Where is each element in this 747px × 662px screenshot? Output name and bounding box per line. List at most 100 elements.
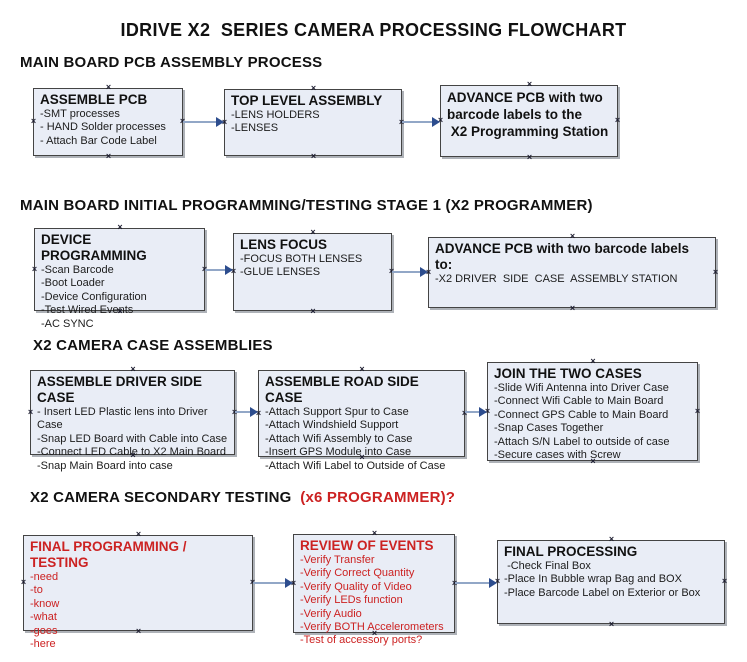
- connection-handle-icon: ×: [712, 266, 719, 277]
- box-line: -Verify Quality of Video: [300, 580, 412, 593]
- connector-arrow-icon: [205, 265, 233, 275]
- box-title: FINAL PROCESSING: [504, 544, 638, 559]
- box-line: ADVANCE PCB with two: [447, 90, 603, 105]
- section-header-initial-programming: MAIN BOARD INITIAL PROGRAMMING/TESTING S…: [20, 197, 593, 214]
- box-line: -FOCUS BOTH LENSES: [240, 253, 363, 265]
- box-line: -Connect GPS Cable to Main Board: [494, 408, 669, 421]
- connection-handle-icon: ×: [105, 82, 112, 92]
- connection-handle-icon: ×: [30, 116, 37, 126]
- box-lines: -FOCUS BOTH LENSES-GLUE LENSES: [240, 253, 386, 280]
- box-line: -what: [30, 611, 57, 624]
- box-line: -Place Barcode Label on Exterior or Box: [504, 586, 701, 599]
- box-line: -Place In Bubble wrap Bag and BOX: [504, 573, 682, 586]
- box-line: -Device Configuration: [41, 290, 147, 303]
- box-line: -goes: [30, 624, 58, 637]
- box-lines: ADVANCE PCB with two barcode labels to th…: [447, 89, 612, 140]
- connection-handle-icon: ×: [20, 577, 27, 587]
- connection-handle-icon: ×: [569, 303, 576, 313]
- box-lines: -Slide Wifi Antenna into Driver Case-Con…: [494, 382, 692, 462]
- box-line: -to: [30, 584, 43, 597]
- section-header-case-assemblies: X2 CAMERA CASE ASSEMBLIES: [33, 337, 273, 354]
- box-line: -Insert GPS Module into Case: [265, 446, 412, 459]
- box-line: -SMT processes: [40, 108, 120, 120]
- box-line: -here: [30, 638, 56, 651]
- box-lines: -Attach Support Spur to Case-Attach Wind…: [265, 406, 459, 473]
- box-line: -Snap Cases Together: [494, 422, 604, 435]
- box-lines: -X2 DRIVER SIDE CASE ASSEMBLY STATION: [435, 273, 710, 286]
- box-line: -Attach Support Spur to Case: [265, 406, 409, 418]
- box-lines: -LENS HOLDERS-LENSES: [231, 109, 396, 136]
- section-header-text: MAIN BOARD INITIAL PROGRAMMING/TESTING S…: [20, 197, 593, 214]
- box-line: -Attach Windshield Support: [265, 419, 399, 432]
- box-line: barcode labels to the: [447, 107, 583, 122]
- flow-box-advance-pcb-programming-station: ADVANCE PCB with two barcode labels to th…: [438, 80, 620, 162]
- box-line: -Snap LED Board with Cable into Case: [37, 432, 228, 445]
- box-line: -Verify Correct Quantity: [300, 567, 415, 580]
- box-title: ASSEMBLE DRIVER SIDE CASE: [37, 374, 206, 405]
- box-title: TOP LEVEL ASSEMBLY: [231, 93, 383, 108]
- flow-box-lens-focus: LENS FOCUS -FOCUS BOTH LENSES-GLUE LENSE…: [231, 228, 394, 316]
- connector-arrow-icon: [402, 117, 440, 127]
- flow-box-assemble-driver-side-case: ASSEMBLE DRIVER SIDE CASE - Insert LED P…: [28, 365, 237, 472]
- connection-handle-icon: ×: [310, 83, 317, 93]
- section-header-text: MAIN BOARD PCB ASSEMBLY PROCESS: [20, 54, 323, 71]
- flow-box-assemble-pcb: ASSEMBLE PCB -SMT processes- HAND Solder…: [31, 83, 185, 161]
- section-header-text: X2 CAMERA SECONDARY TESTING: [30, 489, 296, 506]
- box-line: -Attach Wifi Assembly to Case: [265, 432, 413, 445]
- flow-box-join-the-two-cases: JOIN THE TWO CASES -Slide Wifi Antenna i…: [485, 357, 700, 466]
- box-line: -Verify Audio: [300, 607, 362, 620]
- connection-handle-icon: ×: [27, 406, 34, 417]
- connection-handle-icon: ×: [569, 231, 576, 241]
- flow-box-final-processing: FINAL PROCESSING -Check Final Box-Place …: [495, 535, 727, 629]
- box-lines: -Scan Barcode-Boot Loader-Device Configu…: [41, 264, 199, 331]
- section-header-secondary-testing: X2 CAMERA SECONDARY TESTING (x6 PROGRAMM…: [30, 489, 455, 506]
- section-header-pcb-assembly: MAIN BOARD PCB ASSEMBLY PROCESS: [20, 54, 322, 71]
- box-line: - HAND Solder processes: [40, 121, 166, 134]
- connector-arrow-icon: [455, 578, 497, 588]
- connector-arrow-icon: [235, 407, 258, 417]
- box-line: -Check Final Box: [504, 560, 591, 572]
- box-line: -Verify LEDs function: [300, 594, 403, 607]
- connection-handle-icon: ×: [310, 151, 317, 161]
- connection-handle-icon: ×: [608, 619, 615, 629]
- box-line: -Attach S/N Label to outside of case: [494, 435, 670, 448]
- box-lines: -need-to-know-what-goes-here: [30, 571, 247, 651]
- box-line: -Verify Transfer: [300, 554, 375, 566]
- connection-handle-icon: ×: [526, 79, 533, 89]
- connection-handle-icon: ×: [721, 576, 728, 586]
- box-lines: -SMT processes- HAND Solder processes- A…: [40, 108, 177, 148]
- box-title: LENS FOCUS: [240, 237, 328, 252]
- box-title: ADVANCE PCB with two barcode labels to:: [435, 241, 693, 272]
- box-title: DEVICE PROGRAMMING: [41, 232, 147, 263]
- box-line: -Connect Wifi Cable to Main Board: [494, 395, 664, 408]
- connection-handle-icon: ×: [614, 115, 621, 125]
- connection-handle-icon: ×: [590, 356, 596, 366]
- box-title: ASSEMBLE ROAD SIDE CASE: [265, 374, 423, 405]
- flow-box-final-programming-testing: FINAL PROGRAMMING / TESTING -need-to-kno…: [21, 530, 255, 651]
- box-line: -LENS HOLDERS: [231, 109, 320, 121]
- box-line: -Verify BOTH Accelerometers: [300, 621, 444, 634]
- connection-handle-icon: ×: [359, 364, 365, 374]
- box-line: -Snap Main Board into case: [37, 459, 173, 472]
- connection-handle-icon: ×: [608, 534, 615, 544]
- box-line: -Test of accessory ports?: [300, 634, 423, 647]
- flow-box-device-programming: DEVICE PROGRAMMING -Scan Barcode-Boot Lo…: [32, 223, 207, 330]
- section-header-text: X2 CAMERA CASE ASSEMBLIES: [33, 337, 273, 354]
- flow-box-review-of-events: REVIEW OF EVENTS -Verify Transfer-Verify…: [291, 529, 457, 647]
- box-line: -need: [30, 571, 59, 583]
- connection-handle-icon: ×: [526, 152, 533, 162]
- box-title: JOIN THE TWO CASES: [494, 366, 642, 381]
- box-line: -know: [30, 597, 60, 610]
- box-line: -Secure cases with Screw: [494, 449, 621, 462]
- box-line: -LENSES: [231, 122, 279, 135]
- box-lines: -Check Final Box-Place In Bubble wrap Ba…: [504, 560, 719, 600]
- box-line: -GLUE LENSES: [240, 266, 321, 279]
- connector-arrow-icon: [392, 267, 428, 277]
- box-line: -Scan Barcode: [41, 264, 114, 276]
- box-line: - Insert LED Plastic lens into Driver Ca…: [37, 406, 211, 432]
- connector-arrow-icon: [183, 117, 224, 127]
- flow-box-advance-pcb-driver-side-station: ADVANCE PCB with two barcode labels to: …: [426, 232, 718, 313]
- box-title: ASSEMBLE PCB: [40, 92, 148, 107]
- box-line: -Boot Loader: [41, 277, 105, 290]
